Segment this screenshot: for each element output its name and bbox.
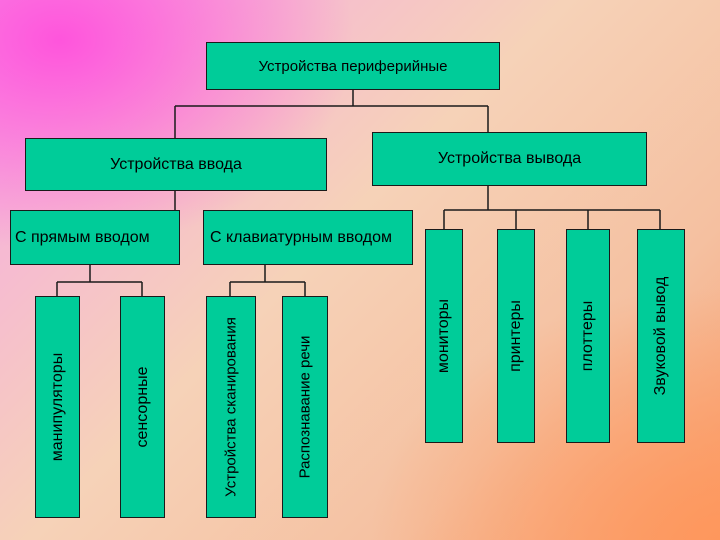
output-leaf-label: Звуковой вывод (652, 276, 669, 396)
input-node: Устройства ввода (25, 138, 327, 191)
direct-input-node: С прямым вводом (10, 210, 180, 265)
root-node: Устройства периферийные (206, 42, 500, 90)
output-leaf-label: мониторы (435, 298, 452, 374)
input-leaf-label: Устройства сканирования (222, 317, 240, 497)
output-label: Устройства вывода (437, 150, 582, 167)
output-leaf-label: принтеры (507, 300, 524, 372)
keyboard-input-label: С клавиатурным вводом (210, 228, 393, 246)
input-leaf-label: манипуляторы (48, 352, 66, 462)
output-node: Устройства вывода (372, 132, 647, 186)
input-label: Устройства ввода (110, 155, 242, 173)
input-leaf-label: сенсорные (133, 366, 151, 448)
root-label: Устройства периферийные (258, 57, 448, 75)
direct-input-label: С прямым вводом (15, 228, 150, 246)
input-leaf-speech: Распознавание речи (282, 296, 328, 518)
output-leaf-plotters: плоттеры (566, 229, 610, 443)
input-leaf-sensor: сенсорные (120, 296, 165, 518)
input-leaf-manipulators: манипуляторы (35, 296, 80, 518)
output-leaf-monitors: мониторы (425, 229, 463, 443)
output-leaf-printers: принтеры (497, 229, 535, 443)
output-leaf-sound: Звуковой вывод (637, 229, 685, 443)
keyboard-input-node: С клавиатурным вводом (203, 210, 413, 265)
input-leaf-scanning: Устройства сканирования (206, 296, 256, 518)
output-leaf-label: плоттеры (579, 300, 596, 372)
input-leaf-label: Распознавание речи (296, 335, 314, 479)
